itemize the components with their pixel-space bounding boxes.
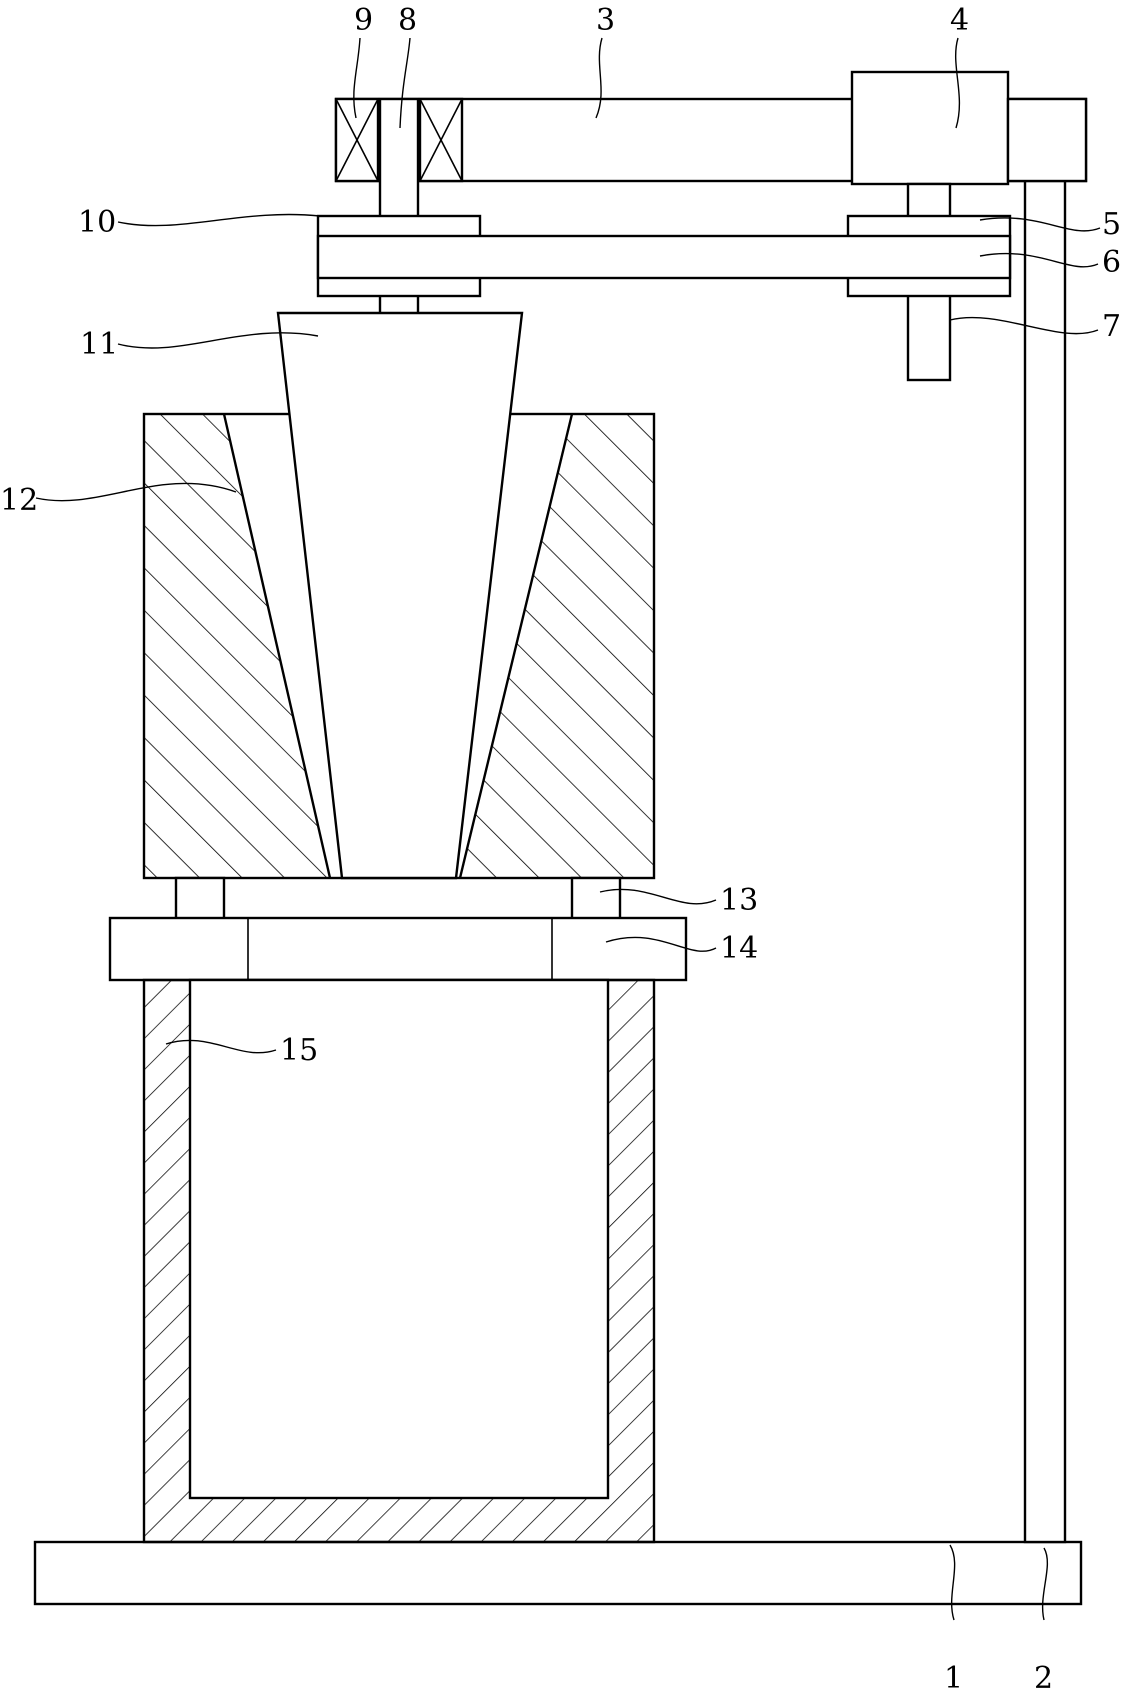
vertical-post (1023, 178, 1067, 1544)
bearing-right (418, 97, 464, 183)
motor-cap (1006, 97, 1088, 183)
label-7: 7 (1102, 309, 1121, 344)
base-plate (33, 1540, 1083, 1606)
collar-plate (108, 916, 688, 982)
label-1: 1 (944, 1661, 963, 1696)
label-4: 4 (950, 3, 969, 38)
label-6: 6 (1102, 245, 1121, 280)
leader-lines (35, 37, 1101, 1621)
label-9: 9 (354, 3, 373, 38)
label-14: 14 (720, 931, 758, 966)
label-12: 12 (0, 483, 38, 518)
bearing-left (334, 97, 380, 183)
label-3: 3 (596, 3, 615, 38)
cone-grinder (276, 311, 524, 880)
label-15: 15 (280, 1033, 318, 1068)
label-11: 11 (80, 327, 118, 362)
label-5: 5 (1102, 207, 1121, 242)
label-8: 8 (398, 3, 417, 38)
label-10: 10 (78, 205, 116, 240)
label-2: 2 (1034, 1661, 1053, 1696)
belt (316, 234, 1012, 280)
motor (850, 70, 1010, 186)
collection-bin (142, 978, 656, 1544)
label-13: 13 (720, 883, 758, 918)
